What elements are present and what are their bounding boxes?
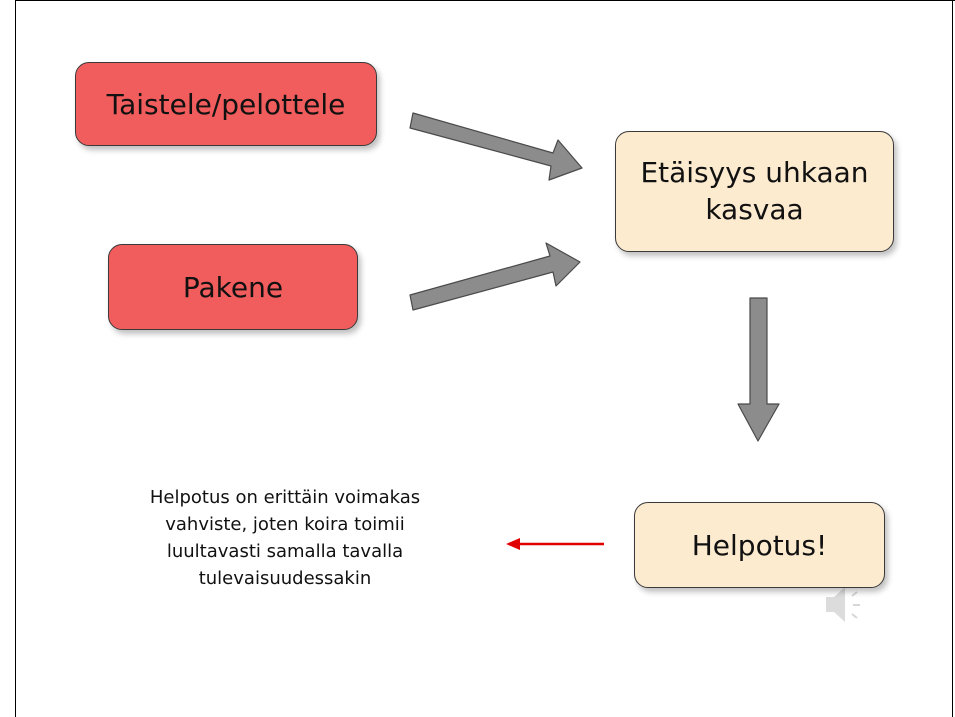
speaker-icon[interactable] (826, 587, 860, 622)
distance-box: Etäisyys uhkaan kasvaa (615, 131, 894, 252)
fight-box: Taistele/pelottele (75, 62, 377, 146)
relief-caption: Helpotus on erittäin voimakas vahviste, … (149, 487, 421, 589)
flee-label: Pakene (182, 270, 284, 304)
flee-box: Pakene (108, 244, 358, 330)
arrow-distance-to-relief (737, 297, 780, 442)
slide-border-right (952, 0, 953, 717)
arrow-fight-to-distance (409, 112, 583, 181)
relief-box: Helpotus! (634, 502, 885, 588)
distance-label: Etäisyys uhkaan kasvaa (640, 156, 869, 226)
arrow-flee-to-distance (409, 242, 581, 311)
slide-border-top (15, 0, 955, 1)
arrow-relief-to-caption (506, 538, 604, 550)
fight-label: Taistele/pelottele (106, 87, 346, 121)
slide-border-left (15, 0, 16, 717)
relief-label: Helpotus! (691, 528, 828, 562)
